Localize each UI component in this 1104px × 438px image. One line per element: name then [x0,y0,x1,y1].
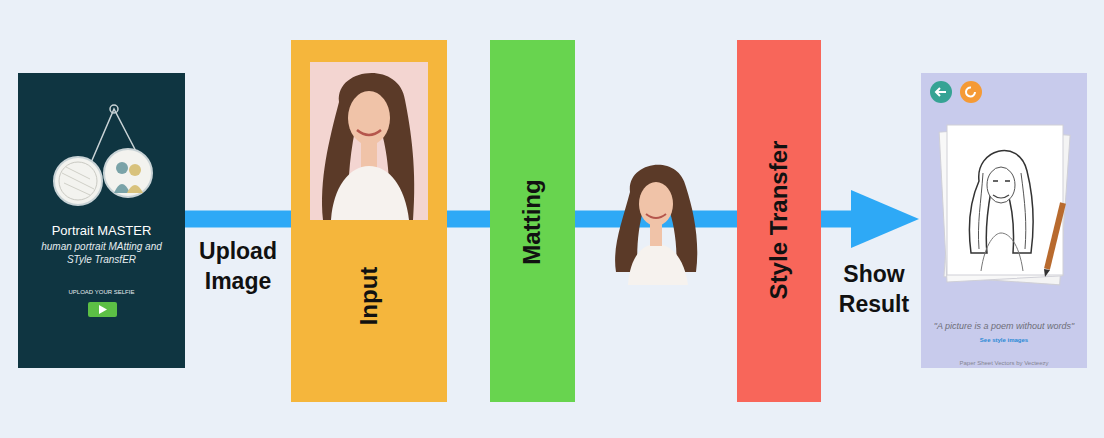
stage-label: Style Transfer [765,141,793,300]
style-transfer-stage: Style Transfer [737,40,821,402]
input-stage: Input [291,40,447,402]
app-subtitle: human portrait MAtting and STyle TransfE… [32,240,171,266]
stage-label: Matting [518,179,546,264]
app-result-screen: "A picture is a poem without words" See s… [921,73,1087,368]
flow-arrow [447,211,490,228]
flow-arrow [185,211,291,228]
flow-arrow [821,190,919,248]
matting-stage: Matting [490,40,575,402]
stage-label: Input [355,267,383,326]
link-text: See style images [921,337,1087,345]
edge-label: Show Result [826,260,922,320]
edge-label: Upload Image [188,237,288,297]
locket-illustration [18,73,185,368]
quote-text: "A picture is a poem without words" [925,321,1083,333]
input-portrait-photo [291,40,447,402]
app-start-screen: Portrait MASTERhuman portrait MAtting an… [18,73,185,368]
upload-prompt: UPLOAD YOUR SELFIE [18,289,185,297]
credit-text: Paper Sheet Vectors by Vecteezy [921,360,1087,368]
app-title: Portrait MASTER [18,223,185,240]
